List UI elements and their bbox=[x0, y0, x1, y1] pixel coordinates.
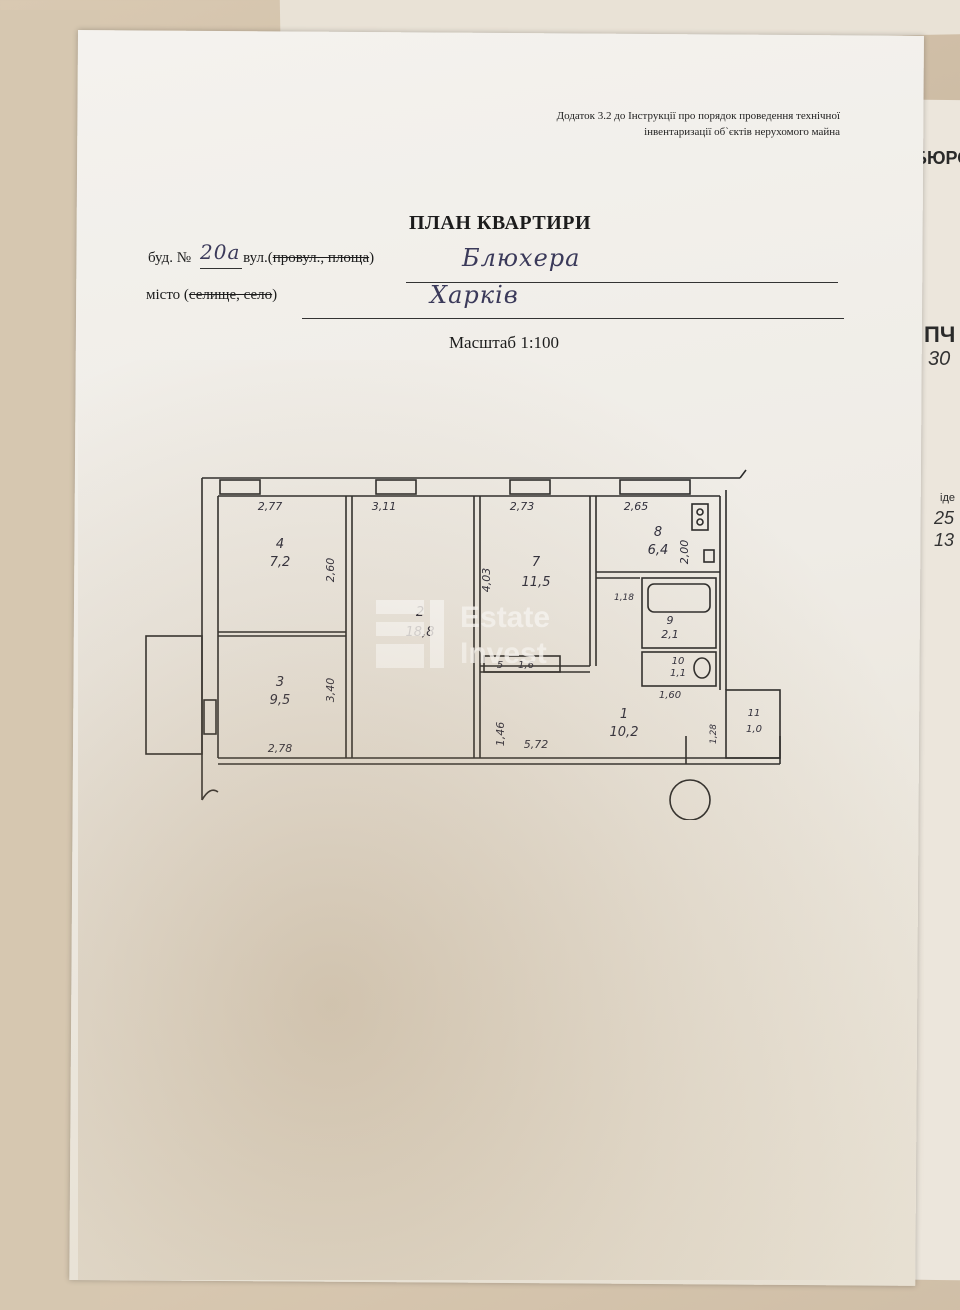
room-area: 1,6 bbox=[518, 660, 534, 671]
annex-line-2: інвентаризації об`єктів нерухомого майна bbox=[644, 126, 840, 138]
bg-fragment-bureau: БЮРО bbox=[914, 148, 960, 168]
room-number: 3 bbox=[276, 675, 284, 690]
room-number: 7 bbox=[532, 555, 541, 570]
dimension-label: 4,03 bbox=[480, 568, 493, 593]
room-number: 4 bbox=[276, 537, 284, 552]
building-number-underline bbox=[200, 268, 242, 269]
sink bbox=[703, 549, 715, 563]
dimension-label: 1,18 bbox=[614, 593, 634, 603]
street-label-struck: провул., площа bbox=[272, 250, 370, 266]
city-value: Харків bbox=[430, 281, 519, 309]
room-area: 1,1 bbox=[670, 668, 686, 679]
annex-note: Додаток 3.2 до Інструкції про порядок пр… bbox=[440, 108, 840, 140]
watermark: Estate Invest bbox=[376, 600, 596, 672]
room-number: 10 bbox=[672, 656, 685, 667]
balcony-door bbox=[203, 699, 217, 735]
room-area: 7,2 bbox=[270, 555, 291, 570]
watermark-line-2: Invest bbox=[460, 637, 547, 670]
bg-fragment-ide: іде bbox=[940, 492, 955, 504]
dimension-label: 2,60 bbox=[324, 558, 337, 583]
dimension-label: 3,11 bbox=[372, 500, 397, 513]
stove bbox=[691, 503, 709, 531]
room-number: 8 bbox=[654, 525, 662, 540]
bathroom-9 bbox=[641, 577, 717, 649]
toilet-10 bbox=[641, 651, 717, 687]
bathtub bbox=[647, 583, 711, 613]
balcony bbox=[145, 635, 203, 755]
room-area: 10,2 bbox=[610, 725, 639, 740]
window-4 bbox=[619, 479, 691, 495]
dimension-label: 2,00 bbox=[678, 540, 691, 565]
room-area: 11,5 bbox=[522, 575, 551, 590]
building-label: буд. № bbox=[148, 250, 192, 266]
dimension-label: 1,60 bbox=[659, 690, 681, 701]
room-area: 9,5 bbox=[270, 693, 291, 708]
bg-fragment-pch: ПЧ bbox=[924, 322, 956, 347]
room-area: 2,1 bbox=[661, 628, 679, 641]
room-area: 6,4 bbox=[648, 543, 669, 558]
city-underline bbox=[302, 318, 844, 319]
city-row: місто (селище, село) bbox=[146, 287, 277, 304]
city-label-struck: селище, село bbox=[188, 287, 273, 303]
room5-closet bbox=[483, 655, 561, 673]
window-1 bbox=[219, 479, 261, 495]
room-number: 5 bbox=[497, 660, 503, 671]
window-2 bbox=[375, 479, 417, 495]
room-number: 1 bbox=[620, 707, 628, 722]
room-number: 9 bbox=[667, 614, 674, 627]
dimension-label: 1,46 bbox=[494, 722, 507, 747]
dimension-label: 3,40 bbox=[324, 678, 337, 703]
page-title: ПЛАН КВАРТИРИ bbox=[408, 212, 592, 234]
street-row: буд. № вул.(провул., площа) bbox=[148, 250, 374, 267]
bg-fragment-30: 30 bbox=[928, 348, 951, 370]
dimension-label: 1,28 bbox=[709, 724, 719, 744]
dimension-label: 2,77 bbox=[258, 500, 283, 513]
window-3 bbox=[509, 479, 551, 495]
annex-line-1: Додаток 3.2 до Інструкції про порядок пр… bbox=[556, 110, 840, 122]
estate-invest-logo-icon bbox=[376, 600, 444, 668]
watermark-line-1: Estate bbox=[460, 601, 551, 634]
street-underline bbox=[406, 282, 838, 283]
room-area: 1,0 bbox=[746, 724, 762, 735]
compass-circle bbox=[669, 779, 711, 820]
scale-label: Масштаб 1:100 bbox=[448, 333, 560, 352]
floor-plan: 4 7,2 3 9,5 2 18,8 7 11,5 5 1,6 8 6,4 9 … bbox=[145, 469, 781, 820]
toilet-bowl bbox=[693, 657, 711, 679]
street-value: Блюхера bbox=[462, 244, 581, 272]
bg-fragment-13: 13 bbox=[934, 530, 955, 550]
dimension-label: 5,72 bbox=[524, 738, 549, 751]
city-label-suffix: ) bbox=[272, 287, 278, 303]
room-number: 11 bbox=[748, 708, 761, 719]
closet-11 bbox=[725, 689, 781, 759]
dimension-label: 2,65 bbox=[624, 500, 649, 513]
city-label-prefix: місто ( bbox=[146, 287, 189, 303]
bg-fragment-25: 25 bbox=[934, 508, 955, 528]
street-label-suffix: ) bbox=[369, 250, 375, 266]
dimension-label: 2,73 bbox=[510, 500, 535, 513]
building-number-value: 20а bbox=[200, 240, 241, 264]
dimension-label: 2,78 bbox=[268, 742, 293, 755]
street-label-prefix: вул.( bbox=[243, 250, 273, 266]
